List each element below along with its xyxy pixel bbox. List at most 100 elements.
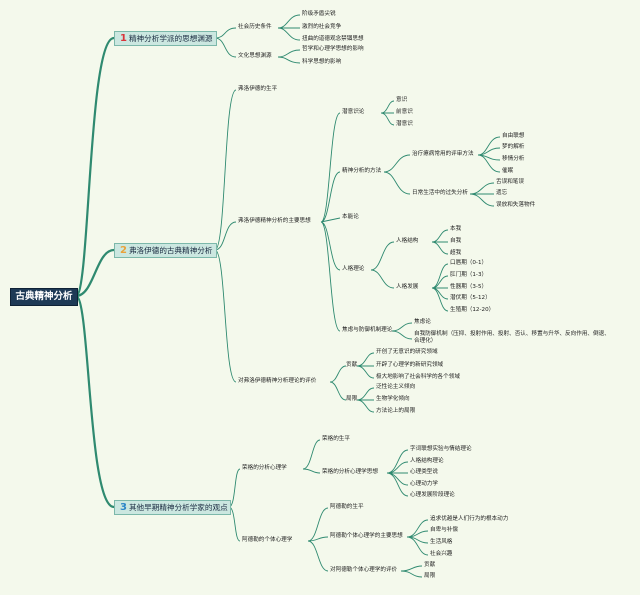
merit-item[interactable]: 开创了无意识的研究领域 <box>376 349 438 355</box>
personality-theory-node[interactable]: 人格理论 <box>342 266 365 272</box>
development-stage[interactable]: 口唇期（0-1） <box>450 260 488 266</box>
anxiety-item[interactable]: 焦虑论 <box>414 319 431 325</box>
therapy-item[interactable]: 自由联想 <box>502 133 525 139</box>
freud-evaluation-node[interactable]: 对弗洛伊德精神分析理论的评价 <box>238 378 317 384</box>
freud-main-thought-node[interactable]: 弗洛伊德精神分析的主要思想 <box>238 218 311 224</box>
jung-thought-node[interactable]: 荣格的分析心理学思想 <box>322 469 378 475</box>
adler-individual-node[interactable]: 阿德勒的个体心理学 <box>242 537 293 543</box>
therapy-method-node[interactable]: 治疗癔病常用的评审方法 <box>412 151 474 157</box>
merits-node[interactable]: 贡献 <box>346 362 358 368</box>
jung-thought-item[interactable]: 字词联想实验与情结理论 <box>410 446 472 452</box>
social-conditions-node[interactable]: 社会历史条件 <box>238 24 272 30</box>
anxiety-item[interactable]: 自我防御机制（压抑、投射作用、投射、否认、移置与升华、反向作用、倒退、合理化） <box>414 331 610 344</box>
topic-number: 1 <box>120 33 127 44</box>
structure-item[interactable]: 本我 <box>450 226 462 232</box>
branch-jung-thought-items <box>386 449 409 497</box>
adler-thought-item[interactable]: 生活风格 <box>430 539 453 545</box>
jung-thought-item[interactable]: 心理动力学 <box>410 481 438 487</box>
branch-anxiety-items <box>391 322 413 340</box>
branch-eval-children <box>329 365 347 401</box>
instinct-theory-node[interactable]: 本能论 <box>342 214 359 220</box>
social-item[interactable]: 阶级矛盾尖锐 <box>302 11 336 17</box>
branch-main-children <box>320 112 341 332</box>
branch-jung-children <box>302 439 321 474</box>
branch-topic2-life <box>214 89 237 251</box>
adler-thought-item[interactable]: 社会兴趣 <box>430 551 453 557</box>
branch-unconscious-items <box>380 100 395 126</box>
adler-thought-item[interactable]: 自卑与补偿 <box>430 527 458 533</box>
culture-item[interactable]: 哲学和心理学思想的影响 <box>302 46 364 52</box>
therapy-item[interactable]: 催眠 <box>502 168 514 174</box>
adler-eval-item[interactable]: 贡献 <box>424 562 436 568</box>
adler-life-node[interactable]: 阿德勒的生平 <box>330 504 364 510</box>
social-item[interactable]: 激烈的社会竞争 <box>302 24 342 30</box>
branch-root-topic1 <box>74 36 115 298</box>
cultural-origins-node[interactable]: 文化思想渊源 <box>238 53 272 59</box>
jung-thought-item[interactable]: 人格结构理论 <box>410 458 444 464</box>
personality-structure-node[interactable]: 人格结构 <box>396 238 419 244</box>
unconscious-item[interactable]: 意识 <box>396 97 408 103</box>
branch-topic1-social <box>214 27 237 39</box>
topic-number: 2 <box>120 245 127 256</box>
development-stage[interactable]: 肛门期（1-3） <box>450 272 488 278</box>
personality-development-node[interactable]: 人格发展 <box>396 284 419 290</box>
branch-topic2-eval <box>214 249 237 383</box>
social-item[interactable]: 扭曲的道德观念禁锢思想 <box>302 36 364 42</box>
therapy-item[interactable]: 移情分析 <box>502 156 525 162</box>
root-topic[interactable]: 古典精神分析 <box>10 288 78 306</box>
unconscious-item[interactable]: 潜意识 <box>396 121 413 127</box>
branch-culture-items <box>277 49 301 64</box>
jung-analytic-node[interactable]: 荣格的分析心理学 <box>242 465 287 471</box>
branch-topic2-main <box>214 221 237 251</box>
daily-slip-item[interactable]: 遗忘 <box>496 190 508 196</box>
limits-node[interactable]: 局限 <box>346 396 358 402</box>
branch-adler-children <box>307 507 329 572</box>
branch-daily-items <box>469 182 495 207</box>
development-stage[interactable]: 潜伏期（5-12） <box>450 295 491 301</box>
adler-eval-item[interactable]: 局限 <box>424 573 436 579</box>
therapy-item[interactable]: 梦的解析 <box>502 144 525 150</box>
culture-item[interactable]: 科学思想的影响 <box>302 59 342 65</box>
structure-item[interactable]: 超我 <box>450 250 462 256</box>
limit-item[interactable]: 泛性论主义倾向 <box>376 384 416 390</box>
branch-adler-eval-items <box>400 565 423 578</box>
branch-root-topic3 <box>74 294 115 509</box>
unconscious-item[interactable]: 前意识 <box>396 109 413 115</box>
daily-slip-node[interactable]: 日常生活中的过失分析 <box>412 190 468 196</box>
merit-item[interactable]: 开辟了心理学的新研究领域 <box>376 362 444 368</box>
branch-structure-items <box>431 229 449 255</box>
jung-thought-item[interactable]: 心理发展阶段理论 <box>410 492 455 498</box>
limit-item[interactable]: 方法论上的局限 <box>376 408 416 414</box>
branch-method-children <box>383 154 411 195</box>
branch-social-items <box>277 14 301 41</box>
daily-slip-item[interactable]: 误放和失落物件 <box>496 202 536 208</box>
topic-label: 精神分析学派的思想渊源 <box>128 34 213 43</box>
limit-item[interactable]: 生物学化倾向 <box>376 396 410 402</box>
structure-item[interactable]: 自我 <box>450 238 462 244</box>
jung-life-node[interactable]: 荣格的生平 <box>322 436 350 442</box>
branch-personality-children <box>370 241 395 289</box>
branch-topic1-culture <box>214 37 237 58</box>
branch-root-topic2 <box>75 248 115 298</box>
jung-thought-item[interactable]: 心理类型说 <box>410 469 438 475</box>
adler-thought-node[interactable]: 阿德勒个体心理学的主要思想 <box>330 533 403 539</box>
development-stage[interactable]: 性器期（3-5） <box>450 284 488 290</box>
branch-therapy-items <box>477 136 501 173</box>
unconscious-theory-node[interactable]: 潜意识论 <box>342 109 365 115</box>
development-stage[interactable]: 生殖期（12-20） <box>450 307 495 313</box>
analysis-method-node[interactable]: 精神分析的方法 <box>342 168 382 174</box>
branch-merits-items <box>356 352 375 379</box>
branch-adler-thought-items <box>406 519 429 556</box>
merit-item[interactable]: 极大地影响了社会科学的各个领域 <box>376 374 460 380</box>
topic-number: 3 <box>120 502 127 513</box>
freud-life-node[interactable]: 弗洛伊德的生平 <box>238 86 278 92</box>
daily-slip-item[interactable]: 舌误和笔误 <box>496 179 524 185</box>
anxiety-defense-node[interactable]: 焦虑与防御机制理论 <box>342 327 393 333</box>
adler-thought-item[interactable]: 追求优越是人们行为的根本动力 <box>430 516 509 522</box>
adler-evaluation-node[interactable]: 对阿德勒个体心理学的评价 <box>330 567 398 573</box>
